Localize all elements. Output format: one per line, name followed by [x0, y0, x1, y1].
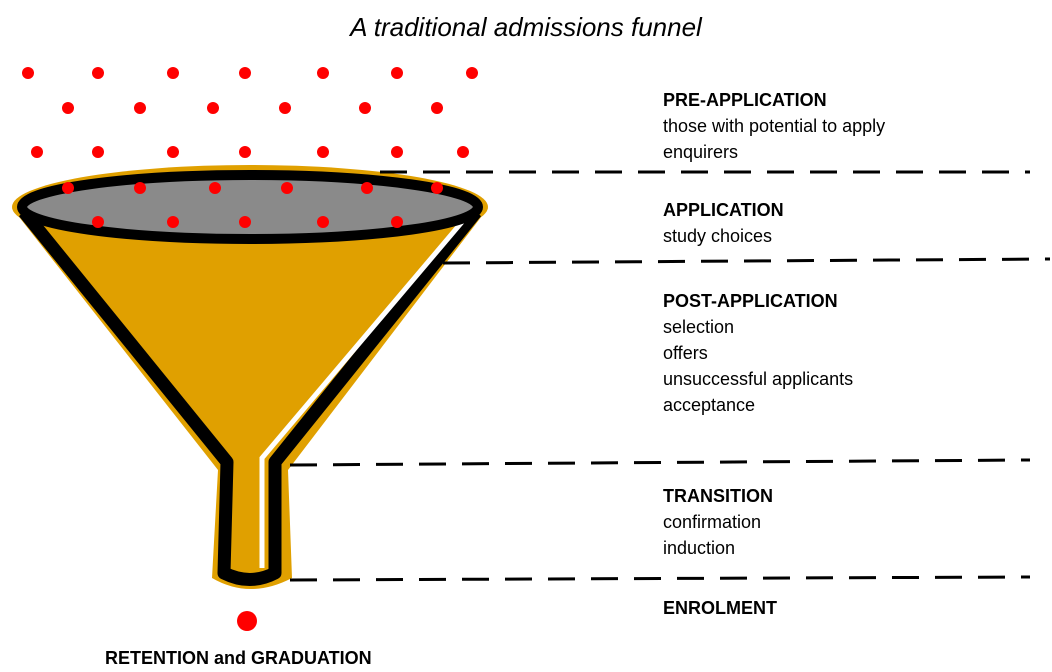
graduate-dot — [237, 611, 257, 631]
stage-transition: TRANSITION confirmation induction — [663, 483, 773, 561]
stage-item: offers — [663, 343, 708, 363]
stage-heading: ENROLMENT — [663, 598, 777, 618]
stage-heading: POST-APPLICATION — [663, 291, 838, 311]
mouth-dots — [62, 182, 443, 228]
stage-heading: TRANSITION — [663, 486, 773, 506]
stage-item: selection — [663, 317, 735, 337]
diagram-title: A traditional admissions funnel — [350, 12, 702, 42]
footer-label: RETENTION and GRADUATION — [105, 648, 372, 668]
stage-enrolment: ENROLMENT — [663, 595, 777, 621]
stage-heading: PRE-APPLICATION — [663, 90, 827, 110]
stage-item: unsuccessful applicants — [663, 369, 854, 389]
stage-item: enquirers — [663, 142, 739, 162]
stage-item: study choices — [663, 226, 773, 246]
stage-post-application: POST-APPLICATION selection offers unsucc… — [663, 288, 853, 418]
stage-item: induction — [663, 538, 736, 558]
stage-item: those with potential to apply — [663, 116, 886, 136]
stage-dividers — [289, 170, 1051, 582]
prospect-dots — [22, 67, 478, 158]
stage-heading: APPLICATION — [663, 200, 784, 220]
stage-application: APPLICATION study choices — [663, 197, 784, 249]
stage-pre-application: PRE-APPLICATION those with potential to … — [663, 87, 885, 165]
stage-item: confirmation — [663, 512, 762, 532]
funnel — [12, 165, 488, 589]
stage-item: acceptance — [663, 395, 756, 415]
